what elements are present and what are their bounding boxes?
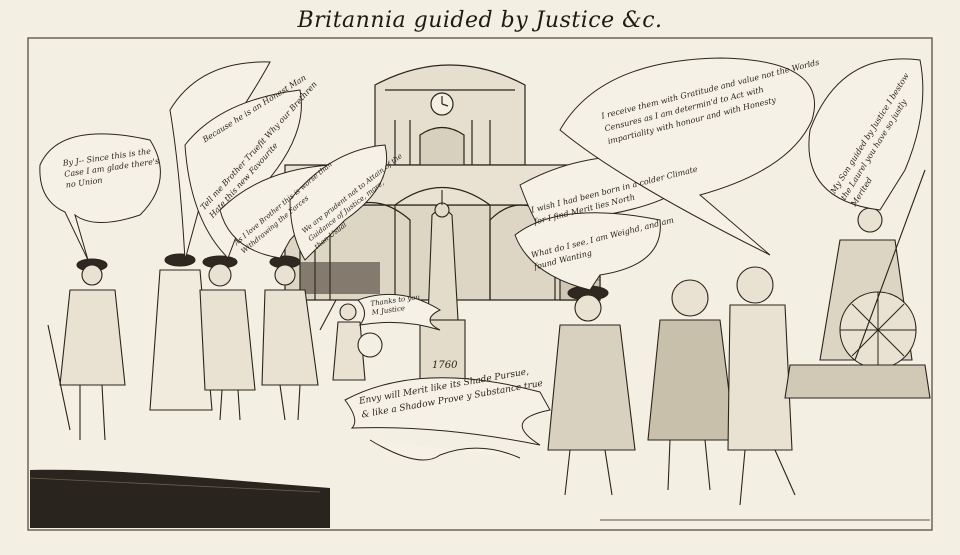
crowd-figures xyxy=(300,262,380,294)
bubble-5 xyxy=(289,144,388,261)
bubble-9 xyxy=(808,58,924,211)
ground-hatching xyxy=(29,477,321,493)
left-figures xyxy=(47,253,383,441)
plinth-date: 1760 xyxy=(432,360,458,371)
right-figures xyxy=(547,169,931,506)
speech-bubbles xyxy=(39,57,924,291)
envy-banner-scroll xyxy=(344,377,551,461)
statue-banner xyxy=(357,293,442,331)
bubble-1 xyxy=(39,133,161,261)
plate-border xyxy=(27,37,933,531)
dark-ground xyxy=(30,469,330,528)
bubble-8 xyxy=(559,57,816,256)
bubble-3 xyxy=(184,89,302,259)
bubble-7 xyxy=(514,212,661,291)
print-title: Britannia guided by Justice &c. xyxy=(297,8,663,33)
